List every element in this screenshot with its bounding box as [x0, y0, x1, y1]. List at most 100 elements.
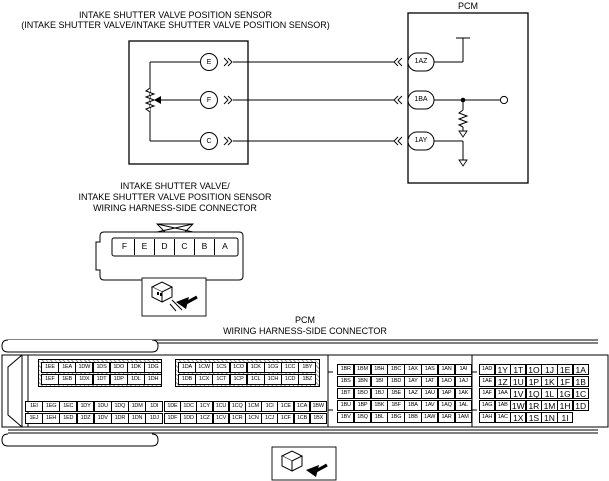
pcm-pin-1dw: 1DW	[75, 362, 94, 373]
pcm-pin-1ac: 1AC	[494, 412, 511, 423]
pcm-pin-1au: 1AU	[421, 388, 439, 399]
pcm-terminal-1ay: 1AY	[414, 137, 428, 144]
pcm-pin-1di: 1DI	[145, 401, 164, 412]
pcm-pin-1cj: 1CJ	[261, 413, 278, 424]
pcm-pin-1eg: 1EG	[42, 401, 60, 412]
pcm-pin-1ae: 1AE	[479, 376, 496, 387]
pcm-pin-1q: 1Q	[525, 388, 542, 399]
pcm-pin-1dt: 1DT	[92, 374, 111, 385]
connector-pin-d: D	[155, 239, 175, 255]
sensor-terminal-c: C	[206, 138, 212, 145]
pcm-pin-1ak: 1AK	[454, 388, 472, 399]
pcm-pin-1dk: 1DK	[127, 362, 145, 373]
pcm-connector-title-line1: PCM	[295, 315, 315, 325]
pcm-pin-1w: 1W	[510, 400, 527, 411]
pcm-pin-1aw: 1AW	[421, 412, 439, 423]
pcm-pin-1bp: 1BP	[353, 400, 372, 411]
pcm-pin-1ab: 1AB	[494, 400, 511, 411]
pcm-pin-1ad: 1AD	[479, 364, 496, 375]
pcm-pin-1ap: 1AP	[437, 388, 456, 399]
pcm-pin-1ch: 1CH	[264, 374, 282, 385]
pcm-pin-1bf: 1BF	[387, 400, 405, 411]
pcm-pin-1bj: 1BJ	[370, 388, 388, 399]
pcm-pin-1v: 1V	[510, 388, 527, 399]
pcm-pin-1aj: 1AJ	[454, 376, 472, 387]
pcm-pin-1cw: 1CW	[195, 362, 213, 373]
pcm-pin-1bt: 1BT	[337, 388, 355, 399]
pcm-pin-1cy: 1CY	[196, 401, 214, 412]
pcm-title: PCM	[458, 1, 478, 11]
connector-pin-f: F	[115, 239, 135, 255]
pcm-pin-1dx: 1DX	[75, 374, 94, 385]
pcm-pin-1cz: 1CZ	[196, 413, 214, 424]
pcm-pin-1b: 1B	[572, 376, 589, 387]
pcm-pin-1h: 1H	[557, 400, 574, 411]
pcm-pin-1dv: 1DV	[93, 413, 112, 424]
pcm-pin-1cf: 1CF	[277, 413, 295, 424]
pcm-pin-1cl: 1CL	[246, 374, 265, 385]
pcm-pin-1p: 1P	[525, 376, 542, 387]
pcm-pin-1bq: 1BQ	[353, 412, 372, 423]
pcm-pin-1aq: 1AQ	[437, 400, 456, 411]
pcm-pin-1a: 1A	[572, 364, 589, 375]
pcm-pin-1ay: 1AY	[404, 376, 422, 387]
pcm-pin-1i: 1I	[557, 412, 574, 423]
pcm-pin-1cb: 1CB	[293, 413, 311, 424]
pcm-pin-1bk: 1BK	[370, 400, 388, 411]
pcm-pin-1bu: 1BU	[337, 400, 355, 411]
pcm-pin-1am: 1AM	[454, 412, 472, 423]
pcm-pin-1cp: 1CP	[229, 374, 248, 385]
connector-title-line3: WIRING HARNESS-SIDE CONNECTOR	[93, 203, 257, 213]
pcm-pin-1ei: 1EI	[25, 401, 43, 412]
pcm-pin-1j: 1J	[541, 364, 558, 375]
pcm-pin-1de: 1DE	[164, 401, 181, 412]
pcm-pin-1dn: 1DN	[128, 413, 146, 424]
connector-title-line2: INTAKE SHUTTER VALVE POSITION SENSOR	[78, 192, 272, 202]
pcm-pin-1ba: 1BA	[404, 400, 422, 411]
pcm-pin-1dr: 1DR	[111, 413, 129, 424]
pcm-pin-1s: 1S	[525, 412, 542, 423]
pcm-pin-1az: 1AZ	[404, 388, 422, 399]
pcm-pin-1bz: 1BZ	[298, 374, 317, 385]
pcm-pin-1da: 1DA	[178, 362, 196, 373]
pcm-pin-1du: 1DU	[93, 401, 112, 412]
pcm-pin-1z: 1Z	[494, 376, 511, 387]
sensor-title-line2: (INTAKE SHUTTER VALVE/INTAKE SHUTTER VAL…	[21, 20, 330, 30]
pcm-pin-1dj: 1DJ	[145, 413, 164, 424]
pcm-pin-1bc: 1BC	[387, 364, 405, 375]
pcm-pin-1df: 1DF	[164, 413, 181, 424]
connector-pin-e: E	[135, 239, 155, 255]
pcm-pin-1o: 1O	[525, 364, 542, 375]
pcm-pin-1dh: 1DH	[144, 374, 162, 385]
pcm-pin-1ai: 1AI	[454, 364, 472, 375]
pcm-pin-1cq: 1CQ	[228, 401, 246, 412]
pcm-pin-1ah: 1AH	[479, 412, 496, 423]
pcm-pin-1bo: 1BO	[353, 388, 372, 399]
pcm-pin-1ag: 1AG	[479, 400, 496, 411]
pcm-pin-1br: 1BR	[337, 364, 355, 375]
pcm-pin-1an: 1AN	[437, 364, 456, 375]
pcm-pin-1ea: 1EA	[58, 362, 76, 373]
pcm-pin-1bi: 1BI	[370, 376, 388, 387]
pcm-pin-1dc: 1DC	[180, 401, 197, 412]
pcm-pin-1cs: 1CS	[212, 362, 231, 373]
pcm-pin-1av: 1AV	[421, 400, 439, 411]
pcm-pin-1bm: 1BM	[353, 364, 372, 375]
pcm-pin-1dm: 1DM	[128, 401, 146, 412]
pcm-pin-1cv: 1CV	[212, 413, 230, 424]
pcm-pin-1cc: 1CC	[281, 362, 299, 373]
pcm-pin-1bd: 1BD	[387, 376, 405, 387]
pcm-pin-1dl: 1DL	[127, 374, 145, 385]
pcm-pin-1y: 1Y	[494, 364, 511, 375]
pcm-pin-1ee: 1EE	[41, 362, 59, 373]
pcm-pin-1ao: 1AO	[437, 376, 456, 387]
pcm-pin-1c: 1C	[572, 388, 589, 399]
pcm-pin-1by: 1BY	[298, 362, 317, 373]
pcm-pin-1dp: 1DP	[109, 374, 128, 385]
pcm-pin-1ec: 1EC	[59, 401, 78, 412]
connector-pin-a: A	[222, 241, 228, 251]
pcm-pin-1bx: 1BX	[309, 413, 327, 424]
pcm-pin-1cd: 1CD	[281, 374, 299, 385]
connector-title-line1: INTAKE SHUTTER VALVE/	[120, 181, 230, 191]
pcm-pin-1ej: 1EJ	[25, 413, 43, 424]
